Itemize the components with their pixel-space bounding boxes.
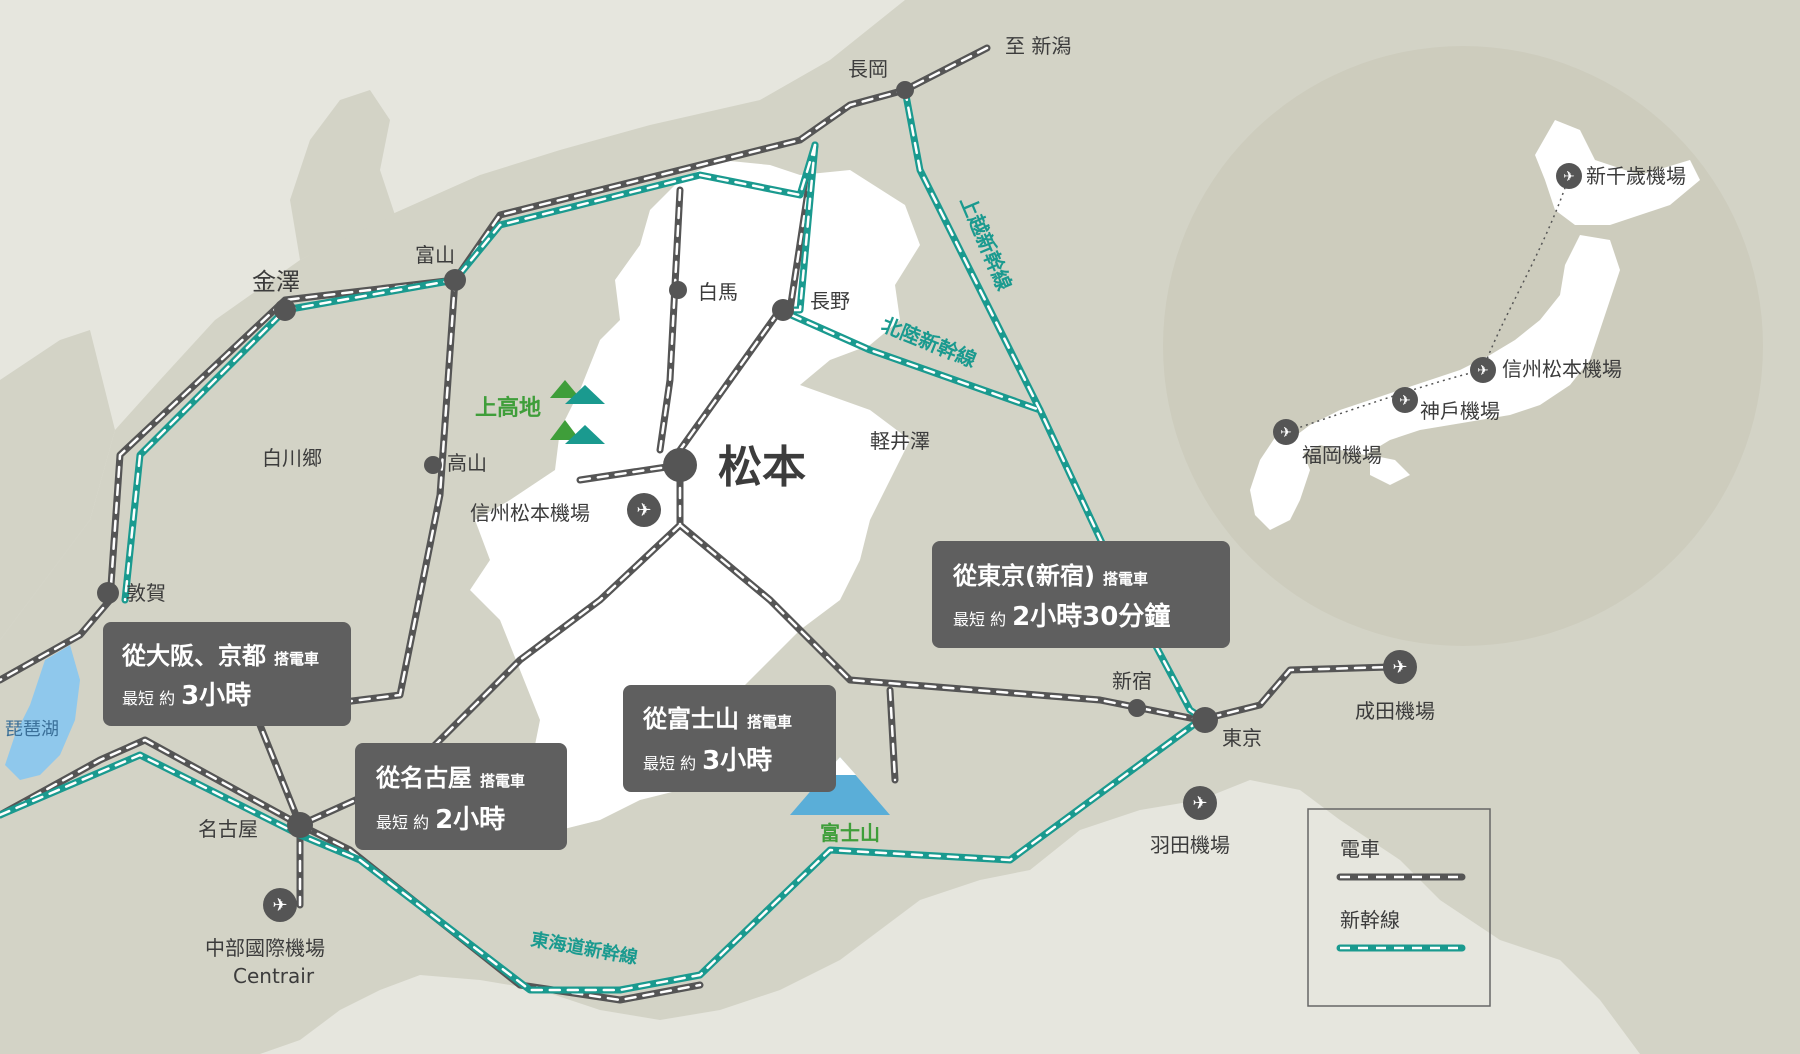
label-biwako: 琵琶湖 — [5, 719, 59, 740]
box-osaka-prefix: 最短 約 — [122, 689, 175, 708]
inset-japan-silhouette — [1250, 120, 1700, 530]
label-nagano: 長野 — [810, 289, 850, 313]
station-toyama — [444, 269, 466, 291]
label-matsumoto: 松本 — [718, 442, 806, 493]
box-osaka-suffix: 搭電車 — [274, 650, 319, 668]
label-haneda: 羽田機場 — [1150, 833, 1230, 857]
airplane-icon: ✈ — [1183, 786, 1217, 820]
box-nagoya-title: 從名古屋 — [375, 764, 472, 792]
station-nagaoka — [896, 81, 914, 99]
station-takayama — [424, 456, 442, 474]
svg-text:✈: ✈ — [636, 500, 651, 521]
legend-shinkansen-label: 新幹線 — [1340, 908, 1400, 932]
noto-peninsula — [290, 90, 395, 260]
station-nagano — [772, 299, 794, 321]
airplane-icon: ✈ — [1556, 163, 1582, 189]
box-osaka-title: 從大阪、京都 — [121, 642, 266, 670]
station-kanazawa — [274, 299, 296, 321]
station-hakuba — [669, 281, 687, 299]
shinkansen-lines — [0, 86, 1209, 994]
station-tokyo — [1192, 707, 1218, 733]
box-nagoya-suffix: 搭電車 — [480, 772, 525, 790]
box-fuji-time: 3小時 — [702, 746, 772, 776]
label-nagaoka: 長岡 — [848, 57, 888, 81]
label-shinshu-airport: 信州松本機場 — [470, 501, 590, 525]
label-toyama: 富山 — [415, 243, 455, 267]
svg-text:✈: ✈ — [272, 895, 287, 916]
inset-flight-path — [1285, 175, 1570, 433]
info-box-nagoya: 從名古屋搭電車 最短 約 2小時 — [355, 743, 567, 850]
label-kamikochi: 上高地 — [475, 395, 541, 421]
box-fuji-suffix: 搭電車 — [747, 713, 792, 731]
inset-japan-circle — [1163, 46, 1763, 646]
airport-icons: ✈ ✈ ✈ ✈ ✈ ✈ ✈ ✈ — [263, 163, 1582, 922]
label-niigata: 至 新潟 — [1005, 34, 1071, 58]
airplane-icon: ✈ — [1273, 419, 1299, 445]
lake-biwa — [5, 645, 80, 780]
inset-label-kobe: 神戶機場 — [1420, 399, 1500, 423]
box-nagoya-prefix: 最短 約 — [376, 813, 429, 832]
airplane-icon: ✈ — [627, 493, 661, 527]
svg-text:✈: ✈ — [1399, 393, 1411, 409]
label-fujisan: 富士山 — [820, 821, 880, 845]
svg-text:✈: ✈ — [1563, 169, 1575, 185]
box-osaka-time: 3小時 — [181, 681, 251, 711]
legend: 電車 新幹線 — [1307, 808, 1491, 1007]
svg-text:✈: ✈ — [1477, 363, 1489, 379]
box-fuji-prefix: 最短 約 — [643, 754, 696, 773]
svg-text:✈: ✈ — [1392, 657, 1407, 678]
western-land — [0, 330, 115, 640]
box-tokyo-title: 從東京(新宿) — [952, 562, 1095, 590]
label-hakuba: 白馬 — [698, 280, 738, 304]
label-tsuruga: 敦賀 — [126, 581, 166, 605]
label-karuizawa: 軽井澤 — [870, 429, 930, 453]
station-dots — [97, 81, 1218, 838]
inset-label-fukuoka: 福岡機場 — [1302, 443, 1382, 467]
legend-train-label: 電車 — [1340, 837, 1380, 861]
box-tokyo-suffix: 搭電車 — [1103, 570, 1148, 588]
info-box-tokyo: 從東京(新宿) 搭電車 最短 約 2小時30分鐘 — [932, 541, 1230, 648]
station-tsuruga — [97, 582, 119, 604]
nagano-prefecture — [470, 160, 920, 830]
inset-label-new-chitose: 新千歲機場 — [1586, 164, 1686, 188]
box-tokyo-prefix: 最短 約 — [953, 610, 1006, 629]
label-chubu-airport: 中部國際機場 — [205, 936, 325, 960]
airplane-icon: ✈ — [1470, 357, 1496, 383]
label-centrair: Centrair — [233, 964, 315, 988]
label-kanazawa: 金澤 — [252, 268, 300, 296]
box-tokyo-time: 2小時30分鐘 — [1012, 601, 1170, 632]
label-shinjuku: 新宿 — [1112, 669, 1152, 693]
svg-text:✈: ✈ — [1192, 793, 1207, 814]
box-nagoya-time: 2小時 — [435, 805, 505, 835]
svg-text:從東京(新宿)搭電車: 從東京(新宿) 搭電車 — [952, 562, 1148, 590]
airplane-icon: ✈ — [263, 888, 297, 922]
label-shirakawago: 白川郷 — [262, 446, 322, 470]
label-narita: 成田機場 — [1355, 699, 1435, 723]
label-nagoya: 名古屋 — [198, 817, 258, 841]
airplane-icon: ✈ — [1383, 650, 1417, 684]
station-nagoya — [287, 812, 313, 838]
label-tokyo: 東京 — [1222, 726, 1262, 750]
airplane-icon: ✈ — [1392, 387, 1418, 413]
station-matsumoto — [663, 448, 697, 482]
inset-label-shinshu: 信州松本機場 — [1502, 357, 1622, 381]
info-box-osaka: 從大阪、京都搭電車 最短 約 3小時 — [103, 622, 351, 726]
info-box-fuji: 從富士山搭電車 最短 約 3小時 — [623, 685, 836, 792]
svg-text:✈: ✈ — [1280, 425, 1292, 441]
station-shinjuku — [1128, 699, 1146, 717]
label-takayama: 高山 — [447, 451, 487, 475]
box-fuji-title: 從富士山 — [642, 705, 739, 733]
mountain-icon — [550, 380, 605, 444]
